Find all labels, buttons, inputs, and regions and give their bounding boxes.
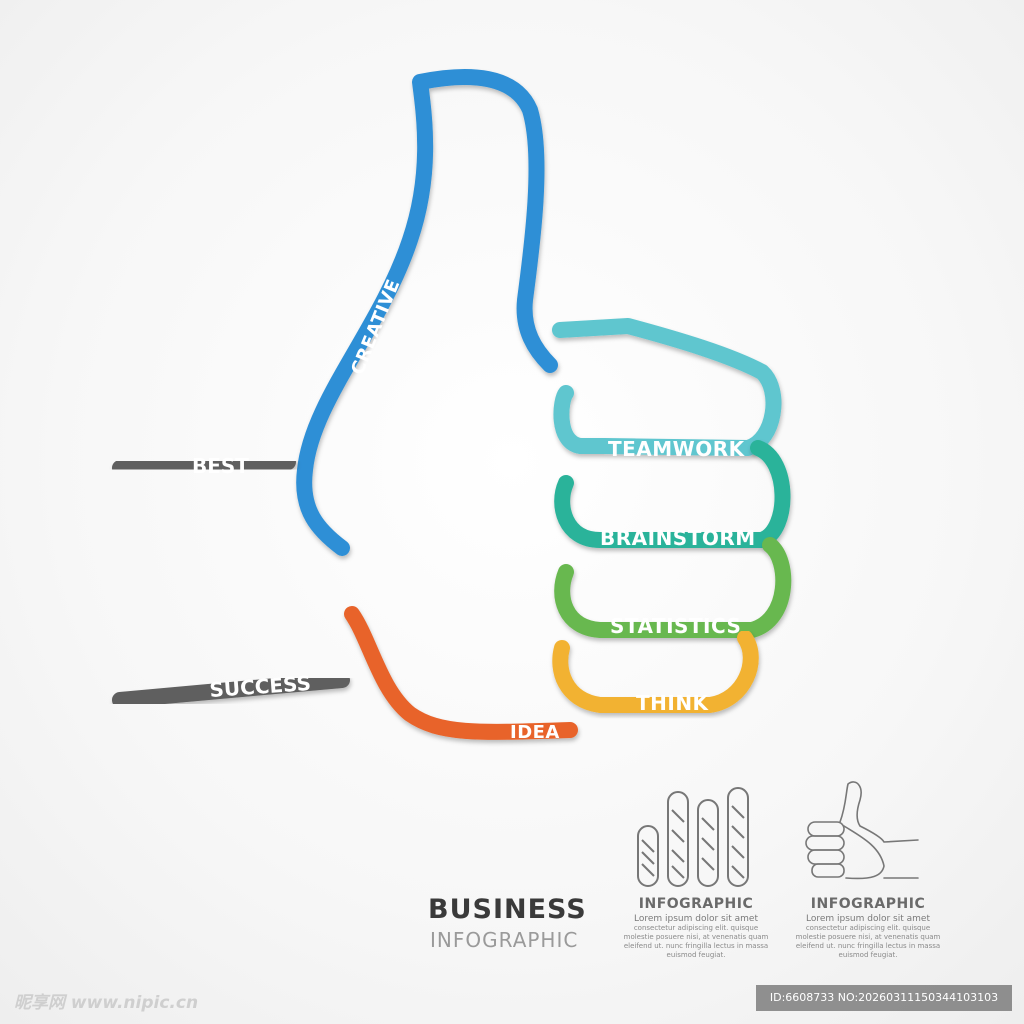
watermark-id: ID:6608733 NO:20260311150344103103 bbox=[756, 985, 1012, 1011]
label-teamwork: TEAMWORK bbox=[608, 437, 746, 461]
brainstorm-band bbox=[554, 440, 791, 548]
label-idea: IDEA bbox=[510, 722, 560, 743]
mini-text-line: consectetur adipiscing elit. quisque bbox=[633, 924, 759, 932]
mini-text-line: molestie posuere nisi, at venenatis quam bbox=[795, 933, 941, 941]
mini-text-line: molestie posuere nisi, at venenatis quam bbox=[623, 933, 769, 941]
bar-chart-sketch-icon bbox=[637, 787, 749, 887]
label-success: SUCCESS bbox=[209, 671, 312, 702]
mini-block-title: INFOGRAPHIC bbox=[638, 896, 754, 912]
best-bar bbox=[112, 454, 296, 476]
label-best: BEST bbox=[192, 454, 249, 478]
label-brainstorm: BRAINSTORM bbox=[600, 526, 756, 550]
mini-block-text: Lorem ipsum dolor sit amet consectetur a… bbox=[616, 915, 776, 960]
think-band bbox=[552, 630, 759, 713]
footer-subtitle: INFOGRAPHIC bbox=[430, 928, 579, 952]
mini-text-line: Lorem ipsum dolor sit amet bbox=[806, 914, 930, 924]
mini-text-line: eleifend ut. nunc fringilla lectus in ma… bbox=[795, 942, 941, 950]
label-think: THINK bbox=[636, 691, 710, 715]
mini-text-line: euismod feugiat. bbox=[838, 951, 898, 959]
mini-block-thumb: INFOGRAPHIC Lorem ipsum dolor sit amet c… bbox=[788, 896, 948, 960]
mini-text-line: euismod feugiat. bbox=[666, 951, 726, 959]
thumbs-up-sketch-icon bbox=[805, 781, 919, 880]
teamwork-band bbox=[552, 318, 782, 456]
success-bar bbox=[112, 672, 350, 708]
thumb-band bbox=[296, 69, 558, 556]
mini-text-line: eleifend ut. nunc fringilla lectus in ma… bbox=[623, 942, 769, 950]
statistics-band bbox=[554, 537, 792, 638]
idea-band bbox=[344, 606, 578, 740]
label-creative: CREATIVE bbox=[347, 276, 404, 378]
watermark-site: 昵享网 www.nipic.cn bbox=[14, 993, 199, 1013]
mini-text-line: consectetur adipiscing elit. quisque bbox=[805, 924, 931, 932]
mini-block-text: Lorem ipsum dolor sit amet consectetur a… bbox=[788, 915, 948, 960]
footer-title: BUSINESS bbox=[428, 894, 587, 925]
mini-block-title: INFOGRAPHIC bbox=[810, 896, 926, 912]
label-statistics: STATISTICS bbox=[610, 614, 741, 638]
mini-block-chart: INFOGRAPHIC Lorem ipsum dolor sit amet c… bbox=[616, 896, 776, 960]
mini-text-line: Lorem ipsum dolor sit amet bbox=[634, 914, 758, 924]
